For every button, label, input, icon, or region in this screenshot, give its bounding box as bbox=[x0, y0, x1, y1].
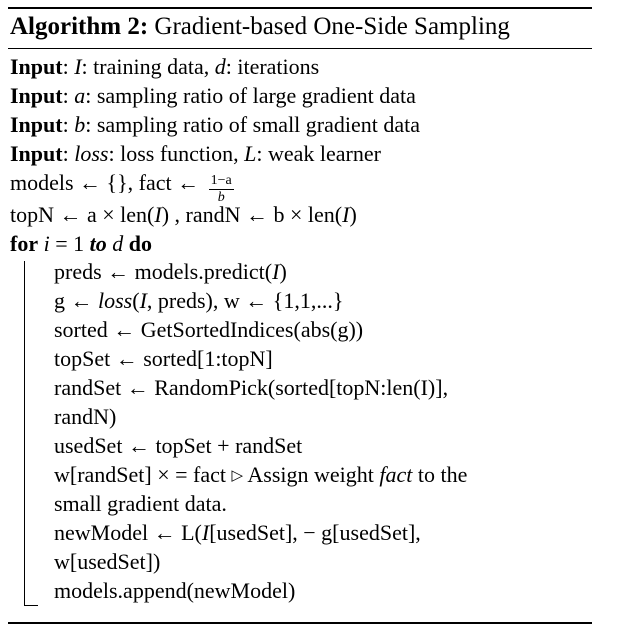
input-desc: : weak learner bbox=[256, 141, 381, 166]
input-colon: : bbox=[62, 141, 75, 166]
for-loop-header: for i = 1 to d do bbox=[10, 229, 152, 258]
input-line-4: Input: loss: loss function, L: weak lear… bbox=[10, 139, 381, 168]
var-a: a bbox=[74, 83, 86, 108]
header-rule bbox=[8, 48, 592, 49]
loop-start: = 1 bbox=[49, 231, 90, 256]
for-keyword: for bbox=[10, 231, 39, 256]
var-I: I bbox=[342, 202, 350, 227]
var-b: b bbox=[74, 112, 86, 137]
loop-scope-bar bbox=[24, 261, 25, 606]
newmodel-assign: newModel ← L( bbox=[54, 520, 202, 545]
body-line-append: models.append(newModel) bbox=[54, 578, 296, 603]
newmodel-args: [usedSet], − g[usedSet], bbox=[209, 520, 421, 545]
var-L: L bbox=[244, 141, 257, 166]
to-keyword: to bbox=[89, 231, 107, 256]
g-assign: g ← bbox=[54, 288, 98, 313]
algorithm-caption: Algorithm 2: Gradient-based One-Side Sam… bbox=[10, 10, 510, 44]
body-line-sorted: sorted ← GetSortedIndices(abs(g)) bbox=[54, 317, 364, 342]
algorithm-label: Algorithm 2: bbox=[10, 13, 149, 40]
input-desc: : sampling ratio of small gradient data bbox=[85, 112, 421, 137]
input-colon: : bbox=[62, 112, 75, 137]
var-d: d bbox=[214, 54, 226, 79]
input-line-2: Input: a: sampling ratio of large gradie… bbox=[10, 81, 416, 110]
bottom-rule bbox=[8, 622, 592, 624]
close-paren: ) bbox=[279, 259, 287, 284]
var-fact: fact bbox=[379, 462, 413, 487]
var-i: i bbox=[43, 231, 50, 256]
var-loss: loss bbox=[98, 288, 133, 313]
init-models-text: models ← {}, fact ← bbox=[10, 170, 205, 195]
input-line-1: Input: I: training data, d: iterations bbox=[10, 52, 319, 81]
loop-scope-foot bbox=[24, 605, 38, 606]
init-topn-text: topN ← a × len( bbox=[10, 202, 155, 227]
input-desc: : sampling ratio of large gradient data bbox=[85, 83, 416, 108]
var-I: I bbox=[272, 259, 280, 284]
fraction-numerator: 1−a bbox=[208, 173, 234, 190]
body-line-preds: preds ← models.predict(I) bbox=[54, 257, 287, 286]
input-desc: : iterations bbox=[225, 54, 320, 79]
input-keyword: Input bbox=[10, 112, 63, 137]
comment-text: Assign weight bbox=[243, 462, 380, 487]
input-desc: : training data, bbox=[81, 54, 215, 79]
open-paren: ( bbox=[132, 288, 140, 313]
body-line-randset: randSet ← RandomPick(sorted[topN:len(I)]… bbox=[54, 375, 449, 400]
var-loss: loss bbox=[74, 141, 109, 166]
body-line-usedset: usedSet ← topSet + randSet bbox=[54, 433, 303, 458]
do-keyword: do bbox=[128, 231, 153, 256]
comment-triangle-icon: ▷ bbox=[231, 468, 244, 484]
var-I: I bbox=[74, 54, 82, 79]
body-line-newmodel-cont: w[usedSet]) bbox=[54, 549, 161, 574]
var-I: I bbox=[154, 202, 162, 227]
input-keyword: Input bbox=[10, 54, 63, 79]
close-paren: ) bbox=[349, 202, 357, 227]
weight-assign: w[randSet] × = fact bbox=[54, 462, 232, 487]
body-line-weight: w[randSet] × = fact ▷ Assign weight fact… bbox=[54, 460, 467, 491]
input-colon: : bbox=[62, 54, 75, 79]
body-line-topset: topSet ← sorted[1:topN] bbox=[54, 346, 273, 371]
body-line-comment-cont: small gradient data. bbox=[54, 491, 227, 516]
body-line-newmodel: newModel ← L(I[usedSet], − g[usedSet], bbox=[54, 518, 421, 547]
input-keyword: Input bbox=[10, 141, 63, 166]
gradient-rest: , preds), w ← {1,1,...} bbox=[146, 288, 344, 313]
input-line-3: Input: b: sampling ratio of small gradie… bbox=[10, 110, 420, 139]
comment-text: to the bbox=[412, 462, 468, 487]
input-keyword: Input bbox=[10, 83, 63, 108]
init-topn-line: topN ← a × len(I) , randN ← b × len(I) bbox=[10, 200, 357, 229]
body-line-randn: randN) bbox=[54, 404, 117, 429]
algorithm-title: Gradient-based One-Side Sampling bbox=[154, 13, 510, 40]
var-I: I bbox=[139, 288, 147, 313]
body-line-gradient: g ← loss(I, preds), w ← {1,1,...} bbox=[54, 286, 343, 315]
init-randn-text: ) , randN ← b × len( bbox=[161, 202, 343, 227]
var-I: I bbox=[201, 520, 210, 545]
var-d: d bbox=[112, 231, 124, 256]
input-desc: : loss function, bbox=[108, 141, 245, 166]
top-rule bbox=[8, 7, 592, 9]
preds-text: preds ← models.predict( bbox=[54, 259, 273, 284]
input-colon: : bbox=[62, 83, 75, 108]
fraction-denominator: b bbox=[217, 190, 225, 205]
